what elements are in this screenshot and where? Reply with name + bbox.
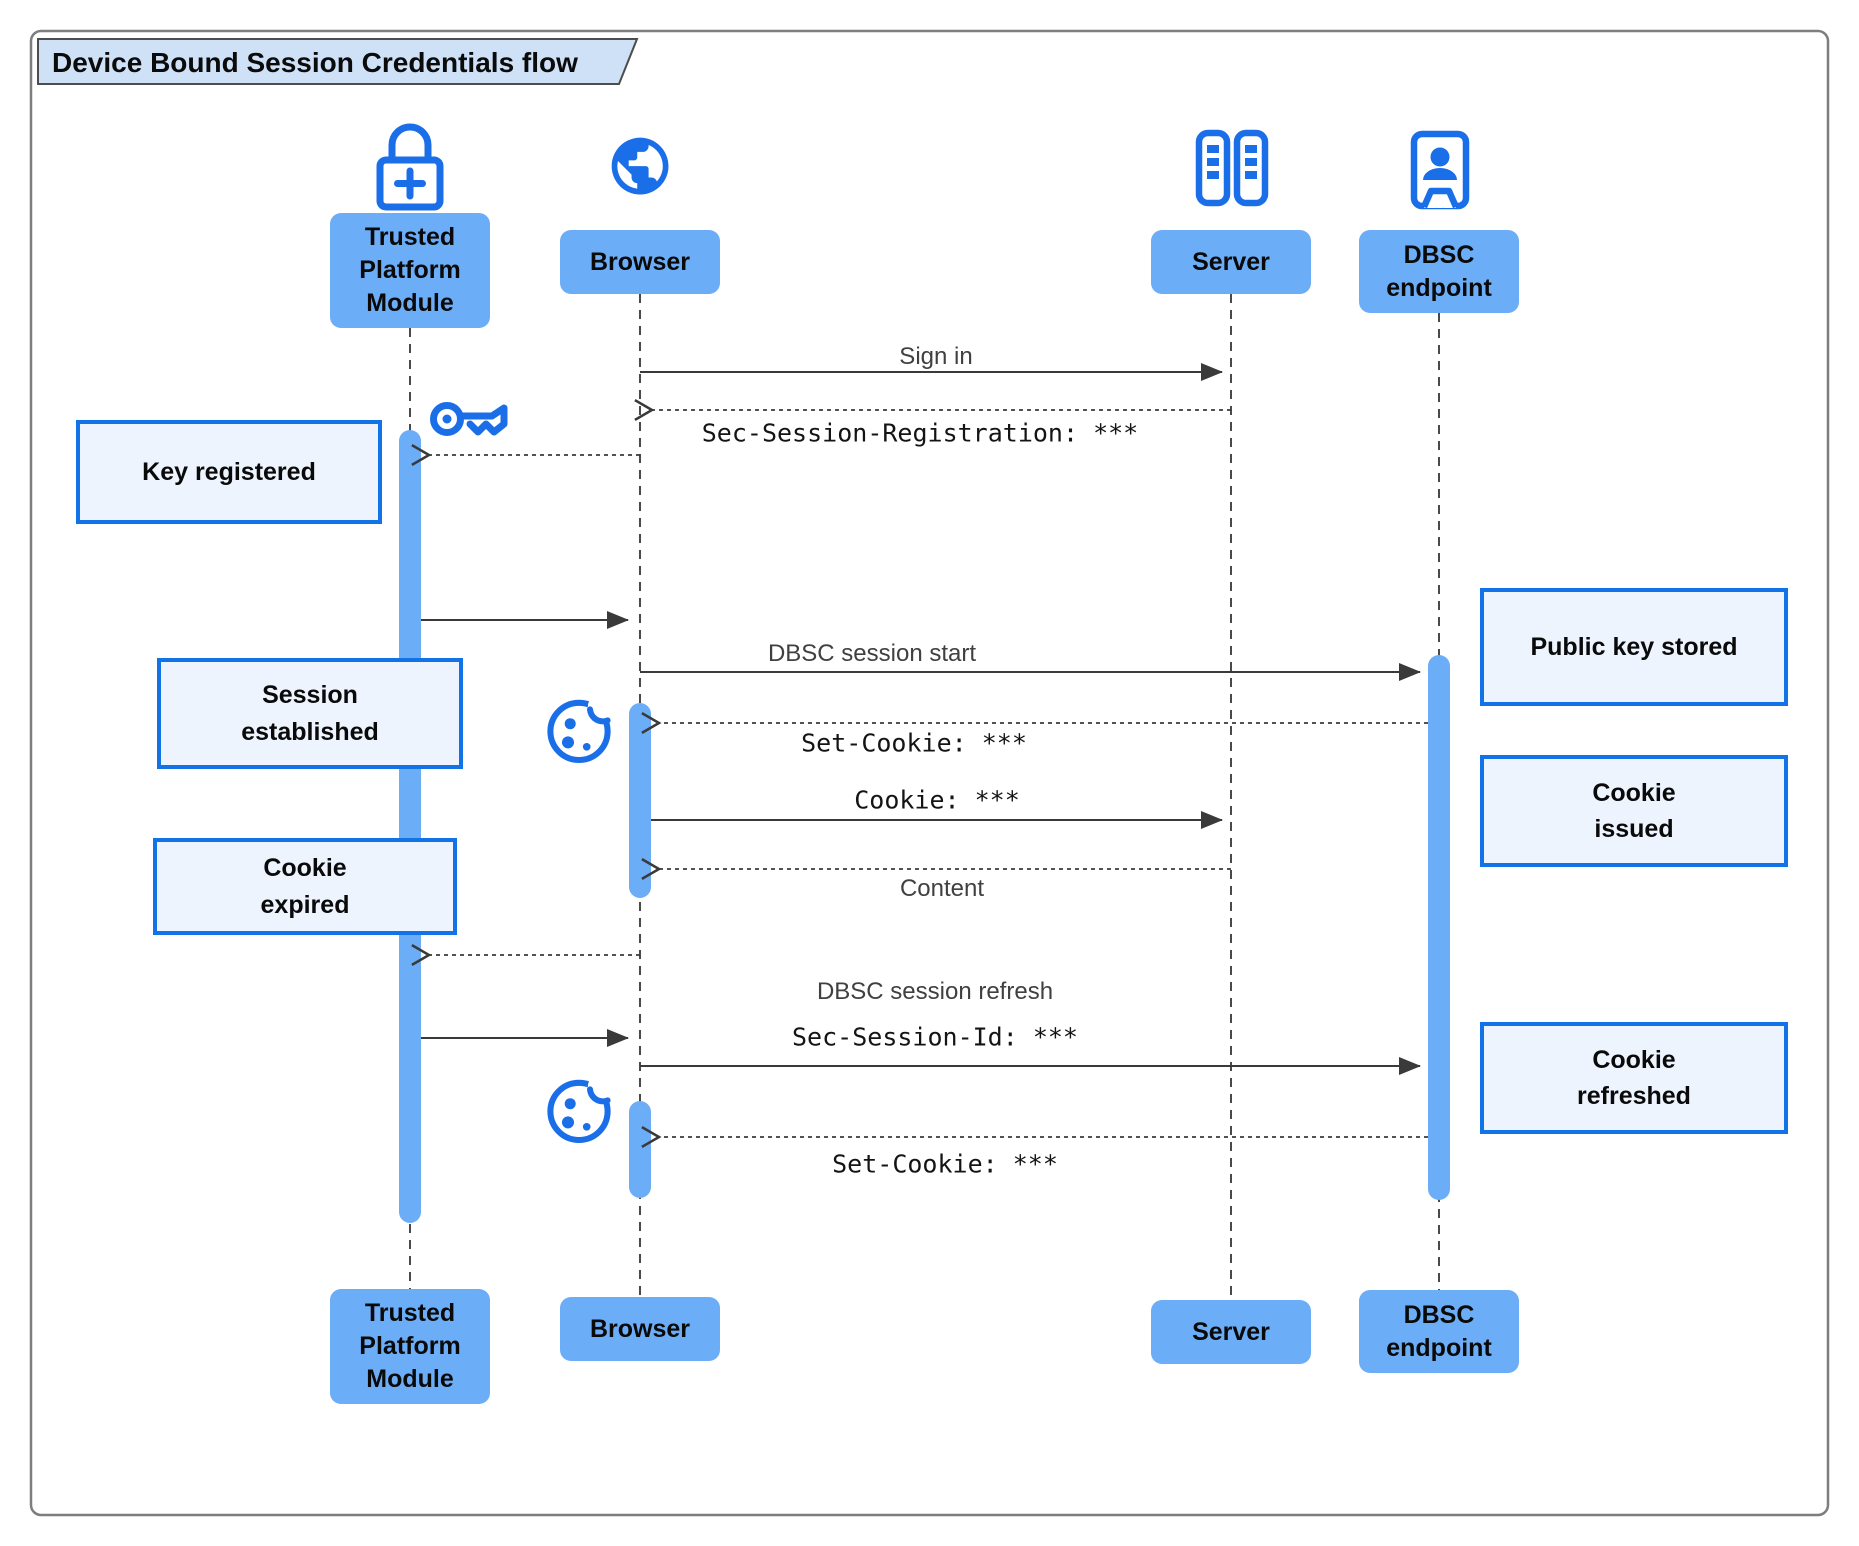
participant-top-server: Server <box>1151 230 1311 294</box>
note-cookie-expired: Cookie expired <box>153 838 457 935</box>
participant-bottom-server: Server <box>1151 1300 1311 1364</box>
activation-bar-browser-1 <box>629 703 651 898</box>
label-set-cookie-1: Set-Cookie: *** <box>801 728 1027 758</box>
label-sec-session-id: Sec-Session-Id: *** <box>792 1022 1078 1052</box>
participant-top-browser: Browser <box>560 230 720 294</box>
label-dbsc-session-refresh: DBSC session refresh <box>816 978 1054 1005</box>
label-dbsc-session-start: DBSC session start <box>767 640 977 667</box>
note-cookie-issued: Cookie issued <box>1480 755 1788 867</box>
activation-bar-tpm <box>399 430 421 1223</box>
cookie-icon <box>547 1071 619 1144</box>
globe-icon <box>611 137 669 195</box>
participant-bottom-tpm: Trusted Platform Module <box>330 1289 490 1404</box>
activation-bar-dbsc <box>1428 655 1450 1200</box>
participant-bottom-dbsc: DBSC endpoint <box>1359 1290 1519 1373</box>
diagram-outer-border <box>29 29 1830 1517</box>
label-cookie: Cookie: *** <box>854 785 1020 815</box>
door-person-icon <box>1410 130 1470 210</box>
diagram-title: Device Bound Session Credentials flow <box>52 47 578 78</box>
note-session-established: Session established <box>157 658 463 769</box>
server-rack-icon <box>1195 129 1269 207</box>
participant-top-dbsc: DBSC endpoint <box>1359 230 1519 313</box>
note-cookie-refreshed: Cookie refreshed <box>1480 1022 1788 1134</box>
label-sec-session-registration: Sec-Session-Registration: *** <box>701 418 1139 448</box>
participant-bottom-browser: Browser <box>560 1297 720 1361</box>
title-tab-shape <box>37 38 639 85</box>
label-content: Content <box>899 875 985 902</box>
note-key-registered: Key registered <box>76 420 382 524</box>
key-icon <box>430 402 508 436</box>
activation-bar-browser-2 <box>629 1101 651 1198</box>
note-public-key-stored: Public key stored <box>1480 588 1788 706</box>
label-set-cookie-2: Set-Cookie: *** <box>832 1149 1058 1179</box>
label-sign-in: Sign in <box>899 343 973 370</box>
participant-top-tpm: Trusted Platform Module <box>330 213 490 328</box>
cookie-icon <box>547 691 619 764</box>
lock-plus-icon <box>376 123 444 211</box>
